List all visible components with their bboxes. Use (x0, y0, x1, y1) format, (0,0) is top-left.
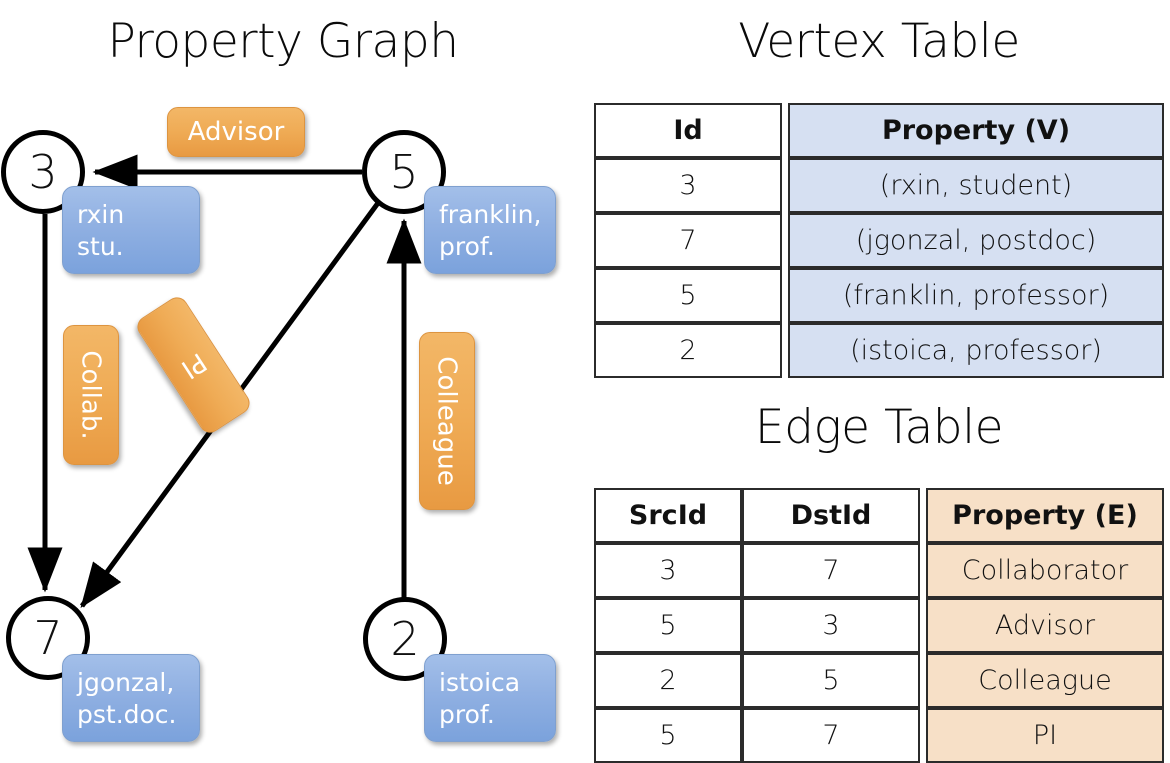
column-gap (920, 543, 926, 598)
edge-src-cell: 5 (594, 708, 742, 763)
edge-property-cell: PI (926, 708, 1164, 763)
edge-table-header-dstid: DstId (742, 488, 920, 543)
vertex-table-header-id: Id (594, 103, 782, 158)
column-gap (782, 268, 788, 323)
edge-dst-cell: 7 (742, 543, 920, 598)
edge-table: SrcId DstId Property (E) 3 7 Collaborato… (594, 488, 1164, 763)
edge-dst-cell: 5 (742, 653, 920, 708)
vertex-property-cell: (rxin, student) (788, 158, 1164, 213)
node-property-line: jgonzal, (77, 668, 175, 697)
vertex-property-cell: (franklin, professor) (788, 268, 1164, 323)
graph-node-5[interactable]: 5 (362, 130, 446, 214)
section-title-vertex-table: Vertex Table (738, 14, 1020, 69)
edge-label-collab[interactable]: Collab. (63, 325, 119, 465)
property-graph-diagram: 3 5 7 2 rxin stu. franklin, prof. jgonza… (0, 0, 585, 760)
edge-src-cell: 3 (594, 543, 742, 598)
vertex-table: Id Property (V) 3 (rxin, student) 7 (jgo… (594, 103, 1164, 378)
node-property-line: rxin (77, 200, 125, 229)
edge-label-advisor[interactable]: Advisor (167, 107, 305, 157)
edge-label-text: PI (175, 346, 212, 384)
edge-property-cell: Collaborator (926, 543, 1164, 598)
column-gap (782, 103, 788, 158)
vertex-id-cell: 5 (594, 268, 782, 323)
vertex-table-header-property: Property (V) (788, 103, 1164, 158)
node-property-line: stu. (77, 232, 124, 261)
edge-label-text: Advisor (187, 117, 285, 147)
edge-label-text: Collab. (76, 350, 106, 440)
node-property-box-2[interactable]: istoica prof. (424, 654, 556, 742)
vertex-id-cell: 3 (594, 158, 782, 213)
page-title-property-graph: Property Graph (107, 14, 460, 69)
vertex-property-cell: (jgonzal, postdoc) (788, 213, 1164, 268)
column-gap (920, 653, 926, 708)
table-header-row: Id Property (V) (594, 103, 1164, 158)
table-header-row: SrcId DstId Property (E) (594, 488, 1164, 543)
table-row: 2 5 Colleague (594, 653, 1164, 708)
column-gap (782, 158, 788, 213)
section-title-edge-table: Edge Table (754, 400, 1004, 455)
table-row: 5 (franklin, professor) (594, 268, 1164, 323)
table-row: 5 3 Advisor (594, 598, 1164, 653)
edge-table-header-srcid: SrcId (594, 488, 742, 543)
node-property-box-3[interactable]: rxin stu. (62, 186, 200, 274)
edge-dst-cell: 3 (742, 598, 920, 653)
edge-src-cell: 5 (594, 598, 742, 653)
node-property-line: pst.doc. (77, 700, 177, 729)
column-gap (920, 488, 926, 543)
table-row: 5 7 PI (594, 708, 1164, 763)
node-property-line: prof. (439, 232, 495, 261)
node-property-line: istoica (439, 668, 521, 697)
node-property-line: franklin, (439, 200, 542, 229)
node-property-box-5[interactable]: franklin, prof. (424, 186, 556, 274)
edge-dst-cell: 7 (742, 708, 920, 763)
vertex-property-cell: (istoica, professor) (788, 323, 1164, 378)
edge-property-cell: Colleague (926, 653, 1164, 708)
table-row: 3 (rxin, student) (594, 158, 1164, 213)
graph-node-2[interactable]: 2 (363, 597, 447, 681)
edge-src-cell: 2 (594, 653, 742, 708)
column-gap (782, 213, 788, 268)
table-row: 2 (istoica, professor) (594, 323, 1164, 378)
vertex-id-cell: 7 (594, 213, 782, 268)
edge-label-colleague[interactable]: Colleague (419, 332, 475, 510)
node-property-line: prof. (439, 700, 495, 729)
edge-label-text: Colleague (432, 356, 463, 486)
vertex-id-cell: 2 (594, 323, 782, 378)
table-row: 7 (jgonzal, postdoc) (594, 213, 1164, 268)
edge-table-header-property: Property (E) (926, 488, 1164, 543)
edge-property-cell: Advisor (926, 598, 1164, 653)
table-row: 3 7 Collaborator (594, 543, 1164, 598)
column-gap (920, 708, 926, 763)
column-gap (920, 598, 926, 653)
column-gap (782, 323, 788, 378)
node-property-box-7[interactable]: jgonzal, pst.doc. (62, 654, 200, 742)
